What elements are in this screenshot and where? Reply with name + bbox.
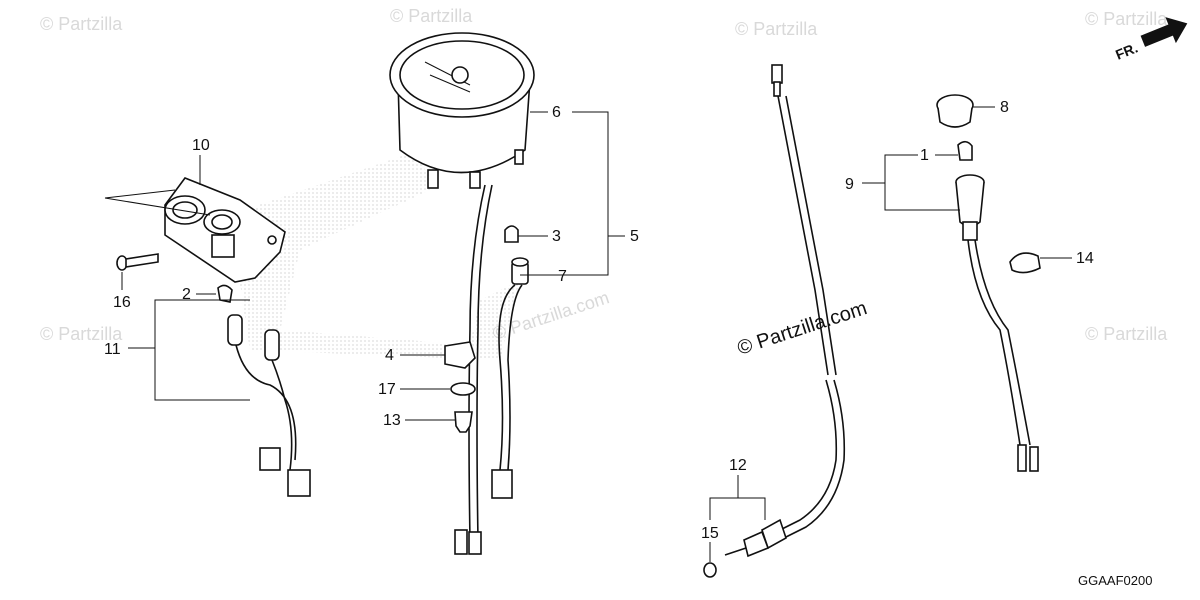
cap-8[interactable] (936, 94, 974, 128)
socket-7-wire (498, 284, 516, 471)
nut-13[interactable] (454, 411, 473, 433)
callout-4: 4 (385, 347, 394, 364)
callout-3: 3 (552, 228, 561, 245)
callout-2: 2 (182, 286, 191, 303)
bulb-1[interactable] (957, 140, 973, 161)
socket-7-connector (491, 469, 513, 499)
diagram-code: GGAAF0200 (1078, 573, 1152, 588)
honda-wing-backdrop (230, 150, 520, 360)
callout-12: 12 (729, 457, 747, 474)
direction-label: FR. (1113, 39, 1140, 62)
callout-17: 17 (378, 381, 396, 398)
speedometer-cable[interactable] (724, 64, 846, 558)
socket-9-terminal-a (1017, 444, 1027, 472)
callout-16: 16 (113, 294, 131, 311)
watermark-mid-right: © Partzilla (1085, 324, 1168, 344)
socket-9-terminal-b (1029, 446, 1039, 472)
meter-wire-harness (468, 184, 486, 541)
clamp-14[interactable] (1009, 252, 1041, 274)
watermark-mid-left: © Partzilla (40, 324, 123, 344)
watermark-top-right-2: © Partzilla (1085, 9, 1168, 29)
washer-17[interactable] (450, 382, 476, 396)
socket-7[interactable] (511, 257, 529, 285)
callout-10: 10 (192, 137, 210, 154)
meter-connector-b (468, 531, 482, 555)
watermark-top-center: © Partzilla (390, 6, 473, 26)
meter-assembly[interactable] (389, 32, 535, 189)
socket-9-wire (967, 239, 1021, 446)
callout-1: 1 (920, 147, 929, 164)
callout-7: 7 (558, 268, 567, 285)
bulb-3[interactable] (504, 225, 519, 243)
callout-11: 11 (104, 341, 121, 358)
callout-14: 14 (1076, 250, 1094, 267)
washer-15[interactable] (703, 562, 717, 578)
watermark-center: © Partzilla.com (735, 297, 870, 360)
grommet-4[interactable] (444, 341, 476, 369)
leader-lines (104, 106, 1072, 562)
callout-15: 15 (701, 525, 719, 542)
meter-connector-a (454, 529, 468, 555)
callout-9: 9 (845, 176, 854, 193)
socket-9[interactable] (955, 174, 985, 241)
indicator-sub-harness[interactable] (227, 314, 311, 497)
indicator-housing[interactable] (164, 177, 286, 283)
callout-13: 13 (383, 412, 401, 429)
callout-6: 6 (552, 104, 561, 121)
front-direction-arrow: FR. (1113, 17, 1188, 63)
screw-16[interactable] (116, 253, 159, 271)
watermark-top-right-1: © Partzilla (735, 19, 818, 39)
callout-8: 8 (1000, 99, 1009, 116)
callout-5: 5 (630, 228, 639, 245)
watermark-top-left: © Partzilla (40, 14, 123, 34)
